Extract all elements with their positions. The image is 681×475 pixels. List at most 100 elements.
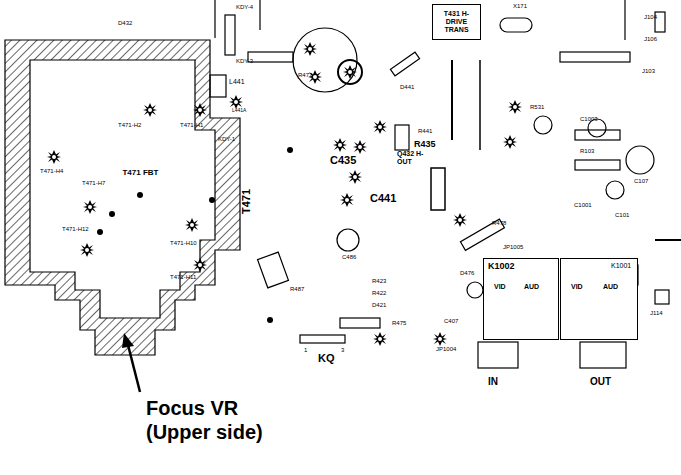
part-label: JP1004 [436, 346, 456, 353]
holes [97, 147, 293, 323]
transformer-box: T431 H-DRIVE TRANS [432, 4, 481, 40]
solder-blob [333, 138, 347, 152]
part-label: R478 [492, 220, 506, 227]
callout-caption: Focus VR (Upper side) [146, 396, 286, 444]
part-label: C1001 [574, 202, 592, 209]
part-label: T471-H2 [118, 122, 141, 129]
jack-box: K1001VID AUD [560, 258, 638, 340]
part-label: D432 [118, 20, 132, 27]
part-label: R477 [298, 72, 312, 79]
part-label: C486 [342, 254, 356, 261]
solder-blob [343, 65, 357, 79]
part-label: 3 [341, 347, 344, 354]
part-label: C101 [615, 212, 629, 219]
resistor-symbol [560, 52, 630, 62]
part-label: T471-H1 [180, 122, 203, 129]
hole [287, 147, 293, 153]
capacitor-symbol [534, 116, 552, 134]
trace [624, 0, 625, 40]
solder-blob [433, 332, 447, 346]
part-label: R435 [414, 140, 436, 150]
part-label: T471-H11 [170, 274, 196, 281]
part-label: C441 [370, 192, 396, 204]
resistor-symbol [248, 52, 293, 62]
jack-tab [478, 342, 518, 368]
part-label: T471 FBT [98, 169, 184, 178]
solder-blob [373, 332, 387, 346]
part-label: T471 [240, 189, 252, 214]
capacitor-symbol [337, 229, 359, 251]
part-label: KDY-3 [236, 58, 253, 65]
part-label: J106 [644, 36, 657, 43]
part-label: JP1005 [503, 244, 523, 251]
part-label: T471-H4 [40, 168, 63, 175]
pin-label: VID [571, 283, 583, 291]
part-label: T471-H7 [82, 180, 105, 187]
connector [300, 335, 345, 343]
part-label: K1001 [611, 262, 631, 270]
board-parts [210, 0, 681, 368]
part-label: R487 [290, 286, 304, 293]
hole [97, 229, 103, 235]
trace [479, 60, 481, 150]
fbt-region: T471 FBT [95, 158, 186, 188]
capacitor-symbol [467, 282, 483, 298]
resistor-symbol [575, 160, 620, 170]
part-label: KDY-4 [236, 4, 253, 11]
solder-blob [80, 243, 94, 257]
solder-blob [303, 42, 317, 56]
jumper [655, 290, 669, 304]
resistor-symbol [340, 318, 380, 328]
solder-blob [143, 103, 157, 117]
coil [210, 75, 226, 97]
solder-blob [353, 140, 367, 154]
transistor-body [431, 168, 445, 210]
part-label: C107 [634, 178, 648, 185]
pin-label: AUD [603, 283, 618, 291]
part-label: KQ [318, 352, 335, 364]
part-label: J104 [644, 14, 657, 21]
solder-blob [229, 95, 243, 109]
trace [214, 0, 215, 38]
solder-blob [193, 103, 207, 117]
part-label: J114 [650, 310, 663, 317]
trace [451, 60, 453, 140]
solder-blob [47, 150, 61, 164]
part-label: C435 [330, 154, 356, 166]
part-label: R475 [392, 320, 406, 327]
part-label: OUT [590, 376, 611, 387]
hole [109, 211, 115, 217]
hole [209, 197, 215, 203]
part-label: L441A [232, 108, 246, 114]
resistor-symbol [575, 130, 620, 140]
part-label: R103 [580, 148, 594, 155]
part-label: R531 [530, 104, 544, 111]
part-label: KDY-1 [218, 136, 235, 143]
trace [259, 0, 260, 30]
arrow-head [122, 333, 134, 348]
solder-blob [193, 258, 207, 272]
resistor-symbol [395, 125, 409, 150]
jack-box: K1002VIDAUD [483, 258, 559, 340]
part-label: C407 [444, 318, 458, 325]
solder-blob [83, 200, 97, 214]
part-label: R423 [372, 278, 386, 285]
hole [267, 317, 273, 323]
part-label: R422 [372, 290, 386, 297]
part-label: Q432 H-OUT [397, 150, 429, 165]
pin-label: AUD [524, 283, 539, 291]
part-label: T471-H10 [170, 240, 197, 247]
solder-blob [185, 218, 199, 232]
hole [137, 192, 143, 198]
jack-tab [580, 342, 626, 368]
trace [655, 239, 681, 241]
part-label: IN [488, 376, 498, 387]
connector [225, 15, 235, 55]
part-label: L441 [229, 78, 245, 86]
part-label: 1 [304, 347, 307, 354]
part-label: T431 H-DRIVE TRANS [435, 10, 479, 33]
solder-blob [348, 170, 362, 184]
